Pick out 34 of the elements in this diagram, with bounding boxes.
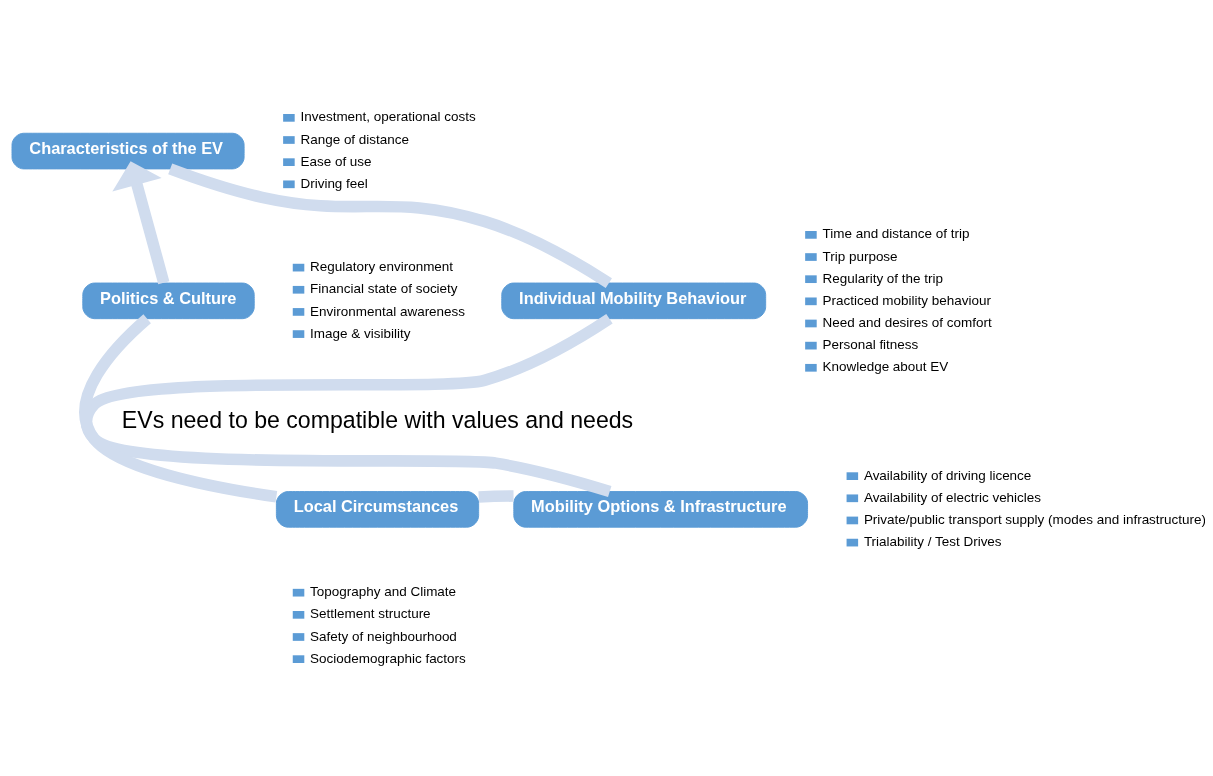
node-label: Knowledge about EV (822, 358, 949, 374)
node-label: Private/public transport supply (modes and infrastructure) (863, 511, 1207, 527)
node-label: Ease of use (300, 153, 372, 169)
node-label: Regulatory environment (310, 258, 454, 274)
node-label: Personal fitness (822, 336, 919, 352)
node-label: Image & visibility (310, 325, 411, 341)
arrow (112, 160, 170, 284)
node-label: Time and distance of trip (822, 225, 970, 241)
node-box: Local Circumstances (275, 490, 480, 528)
node-box: Politics & Culture (82, 282, 255, 319)
node-label: Safety of neighbourhood (310, 628, 457, 644)
node-label: Trialability / Test Drives (863, 533, 1002, 549)
node-label: Financial state of society (310, 280, 458, 296)
node-label: Environmental awareness (310, 302, 466, 318)
node-box: Individual Mobility Behaviour (501, 282, 767, 319)
node-label: Settlement structure (310, 605, 431, 621)
node-label: Driving feel (300, 175, 368, 191)
node-label: Practiced mobility behaviour (822, 292, 991, 308)
label: EVs need to be compatible with values and needs (121, 406, 634, 433)
node-label: Availability of electric vehicles (863, 489, 1042, 505)
connector (79, 313, 278, 503)
connector (168, 163, 612, 288)
node-box: Mobility Options & Infrastructure (513, 490, 809, 528)
node-label: Sociodemographic factors (310, 650, 466, 666)
connector (478, 489, 514, 503)
node-box: Characteristics of the EV (11, 132, 245, 169)
connector (80, 313, 613, 497)
node-label: Trip purpose (822, 248, 898, 264)
node-label: Need and desires of comfort (822, 314, 992, 330)
node-label: Regularity of the trip (822, 270, 944, 286)
node-label: Investment, operational costs (300, 108, 476, 124)
node-label: Range of distance (300, 131, 410, 147)
node-label: Topography and Climate (310, 583, 457, 599)
node-label: Availability of driving licence (863, 467, 1032, 483)
